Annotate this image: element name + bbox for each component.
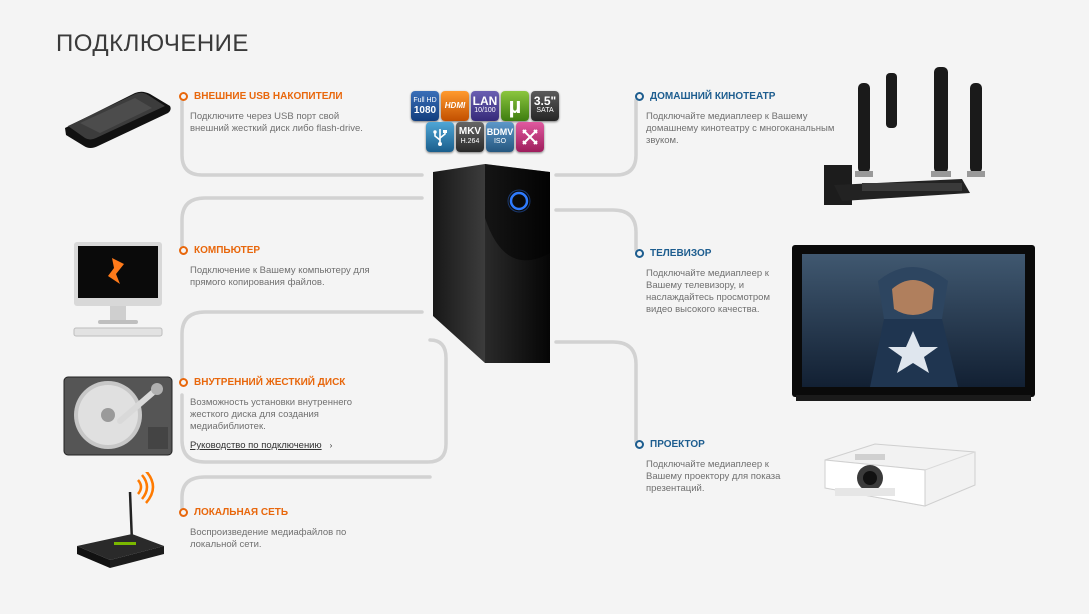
usb-badge xyxy=(426,122,454,152)
section-heading: КОМПЬЮТЕР xyxy=(194,245,261,256)
section-heading: ДОМАШНИЙ КИНОТЕАТР xyxy=(650,91,776,102)
speakers-icon xyxy=(824,67,985,205)
hdd-icon xyxy=(63,376,173,456)
badge-main-text: 1080 xyxy=(413,105,437,116)
section-bullet xyxy=(635,92,644,101)
x-symbol-icon xyxy=(522,129,538,145)
section-projector: ПРОЕКТОР Подключайте медиаплеер к Вашему… xyxy=(635,439,845,495)
section-description: Подключайте медиаплеер к Вашему домашнем… xyxy=(646,111,835,146)
section-tv: ТЕЛЕВИЗОР Подключайте медиаплеер к Вашем… xyxy=(635,248,845,316)
section-description: Возможность установки внутреннего жестко… xyxy=(190,397,353,432)
section-bullet xyxy=(635,440,644,449)
usb-drive-icon xyxy=(65,91,171,148)
section-heading: ВНЕШНИЕ USB НАКОПИТЕЛИ xyxy=(194,91,343,102)
usb-symbol-icon xyxy=(433,129,447,146)
section-description: Подключайте медиаплеер к Вашему телевизо… xyxy=(646,268,770,315)
section-home-theater: ДОМАШНИЙ КИНОТЕАТР Подключайте медиаплее… xyxy=(635,91,845,147)
badge-sub-text: SATA xyxy=(536,107,554,114)
section-heading: ТЕЛЕВИЗОР xyxy=(650,248,712,259)
section-description: Подключение к Вашему компьютеру для прям… xyxy=(190,265,370,288)
section-bullet xyxy=(179,508,188,517)
badge-sub-text: H.264 xyxy=(460,138,480,145)
badge-main-text: BDMV xyxy=(486,127,514,137)
badge-main-text: MKV xyxy=(458,126,482,137)
x-badge xyxy=(516,122,544,152)
sata-badge: 3.5"SATA xyxy=(531,91,559,121)
section-description: Воспроизведение медиафайлов по локальной… xyxy=(190,527,347,550)
section-heading: ЛОКАЛЬНАЯ СЕТЬ xyxy=(194,507,289,518)
section-usb-storage: ВНЕШНИЕ USB НАКОПИТЕЛИ Подключите через … xyxy=(179,91,389,135)
tv-icon xyxy=(792,245,1035,401)
section-heading: ВНУТРЕННИЙ ЖЕСТКИЙ ДИСК xyxy=(194,377,346,388)
badge-main-text: HDMI xyxy=(444,101,466,110)
section-bullet xyxy=(179,378,188,387)
section-internal-hdd: ВНУТРЕННИЙ ЖЕСТКИЙ ДИСК Возможность уста… xyxy=(179,377,389,453)
media-player-icon xyxy=(433,164,550,363)
badge-main-text: LAN xyxy=(472,94,498,108)
badge-top-text: Full HD xyxy=(413,97,437,104)
section-bullet xyxy=(179,92,188,101)
badge-main-text: 3.5" xyxy=(533,94,557,108)
connection-guide-link[interactable]: Руководство по подключению xyxy=(190,440,322,451)
torrent-badge: µ xyxy=(501,91,529,121)
section-bullet xyxy=(179,246,188,255)
monitor-icon xyxy=(73,242,163,337)
section-description: Подключите через USB порт свой внешний ж… xyxy=(190,111,363,134)
badge-sub-text: 10/100 xyxy=(474,107,496,114)
chevron-right-icon[interactable]: › xyxy=(329,441,333,450)
section-local-network: ЛОКАЛЬНАЯ СЕТЬ Воспроизведение медиафайл… xyxy=(179,507,389,551)
section-heading: ПРОЕКТОР xyxy=(650,439,705,450)
section-computer: КОМПЬЮТЕР Подключение к Вашему компьютер… xyxy=(179,245,389,289)
hdmi-badge: HDMI xyxy=(441,91,469,121)
page-title: ПОДКЛЮЧЕНИЕ xyxy=(56,30,249,57)
projector-icon xyxy=(824,443,976,507)
section-description: Подключайте медиаплеер к Вашему проектор… xyxy=(646,459,781,494)
router-icon xyxy=(77,472,164,568)
badge-sub-text: ISO xyxy=(493,138,507,145)
badge-main-text: µ xyxy=(508,93,522,118)
section-bullet xyxy=(635,249,644,258)
